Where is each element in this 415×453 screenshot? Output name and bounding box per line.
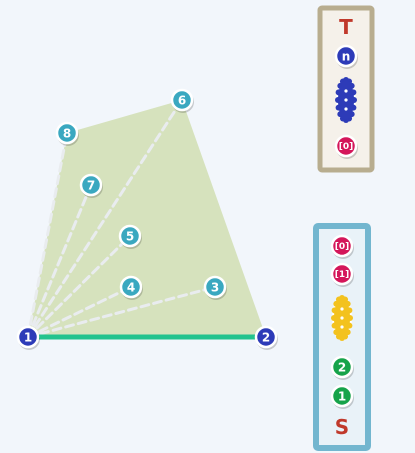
panel-t-ellipsis	[335, 77, 357, 123]
node-circle	[16, 325, 40, 349]
node-3: 3	[203, 275, 227, 300]
panel-letter-t: T	[339, 15, 353, 39]
diagonal-1-6	[26, 98, 184, 339]
node-7: 7	[79, 173, 103, 198]
node-2: 2	[254, 325, 278, 350]
node-circle	[203, 275, 227, 299]
node-circle	[118, 224, 142, 248]
panel-letter-s: S	[335, 415, 349, 439]
ellipsis-dot	[344, 107, 348, 111]
node-label: 1	[24, 330, 32, 344]
node-6: 6	[170, 88, 194, 113]
diagonal-1-5	[26, 234, 132, 339]
node-label: 2	[338, 360, 346, 374]
node-label: n	[342, 49, 351, 63]
node-label: [0]	[339, 142, 354, 152]
node-label: 6	[178, 93, 186, 107]
node-label: 2	[262, 330, 270, 344]
diagonal-1-3	[26, 285, 217, 339]
node-label: 5	[126, 229, 134, 243]
diagonal-1-7	[26, 183, 93, 339]
ellipsis-dot	[344, 89, 348, 93]
node-5: 5	[118, 224, 142, 249]
node-circle	[254, 325, 278, 349]
node-label: 8	[63, 126, 71, 140]
node-label: [1]	[335, 270, 350, 280]
node-circle	[334, 44, 358, 68]
panel-s-node-3: 2	[330, 355, 354, 380]
node-circle	[79, 173, 103, 197]
panel-t: Tn [0]	[317, 5, 375, 173]
node-circle	[334, 134, 358, 158]
node-4: 4	[119, 275, 143, 300]
panel-s-ellipsis	[331, 295, 353, 341]
node-circle	[330, 262, 354, 286]
node-1: 1	[16, 325, 40, 350]
panel-s-node-0: [0]	[330, 234, 354, 259]
node-label: 7	[87, 178, 95, 192]
panel-t-node-2: [0]	[334, 134, 358, 159]
node-8: 8	[55, 121, 79, 146]
panel-s-node-1: [1]	[330, 262, 354, 287]
panel-s-node-4: 1	[330, 384, 354, 409]
panel-s: [0] [1] 2 1S	[313, 223, 371, 451]
ellipsis-dot	[340, 316, 344, 320]
node-circle	[55, 121, 79, 145]
node-circle	[330, 355, 354, 379]
node-circle	[330, 384, 354, 408]
ellipsis-dot	[344, 98, 348, 102]
ellipsis-dot	[340, 307, 344, 311]
diagonal-1-4	[26, 285, 133, 339]
node-circle	[119, 275, 143, 299]
node-circle	[170, 88, 194, 112]
node-label: [0]	[335, 242, 350, 252]
node-label: 3	[211, 280, 219, 294]
ellipsis-dot	[340, 325, 344, 329]
node-label: 4	[127, 280, 135, 294]
panel-t-node-0: n	[334, 44, 358, 69]
diagonal-1-8	[26, 131, 69, 339]
node-label: 1	[338, 389, 346, 403]
node-circle	[330, 234, 354, 258]
